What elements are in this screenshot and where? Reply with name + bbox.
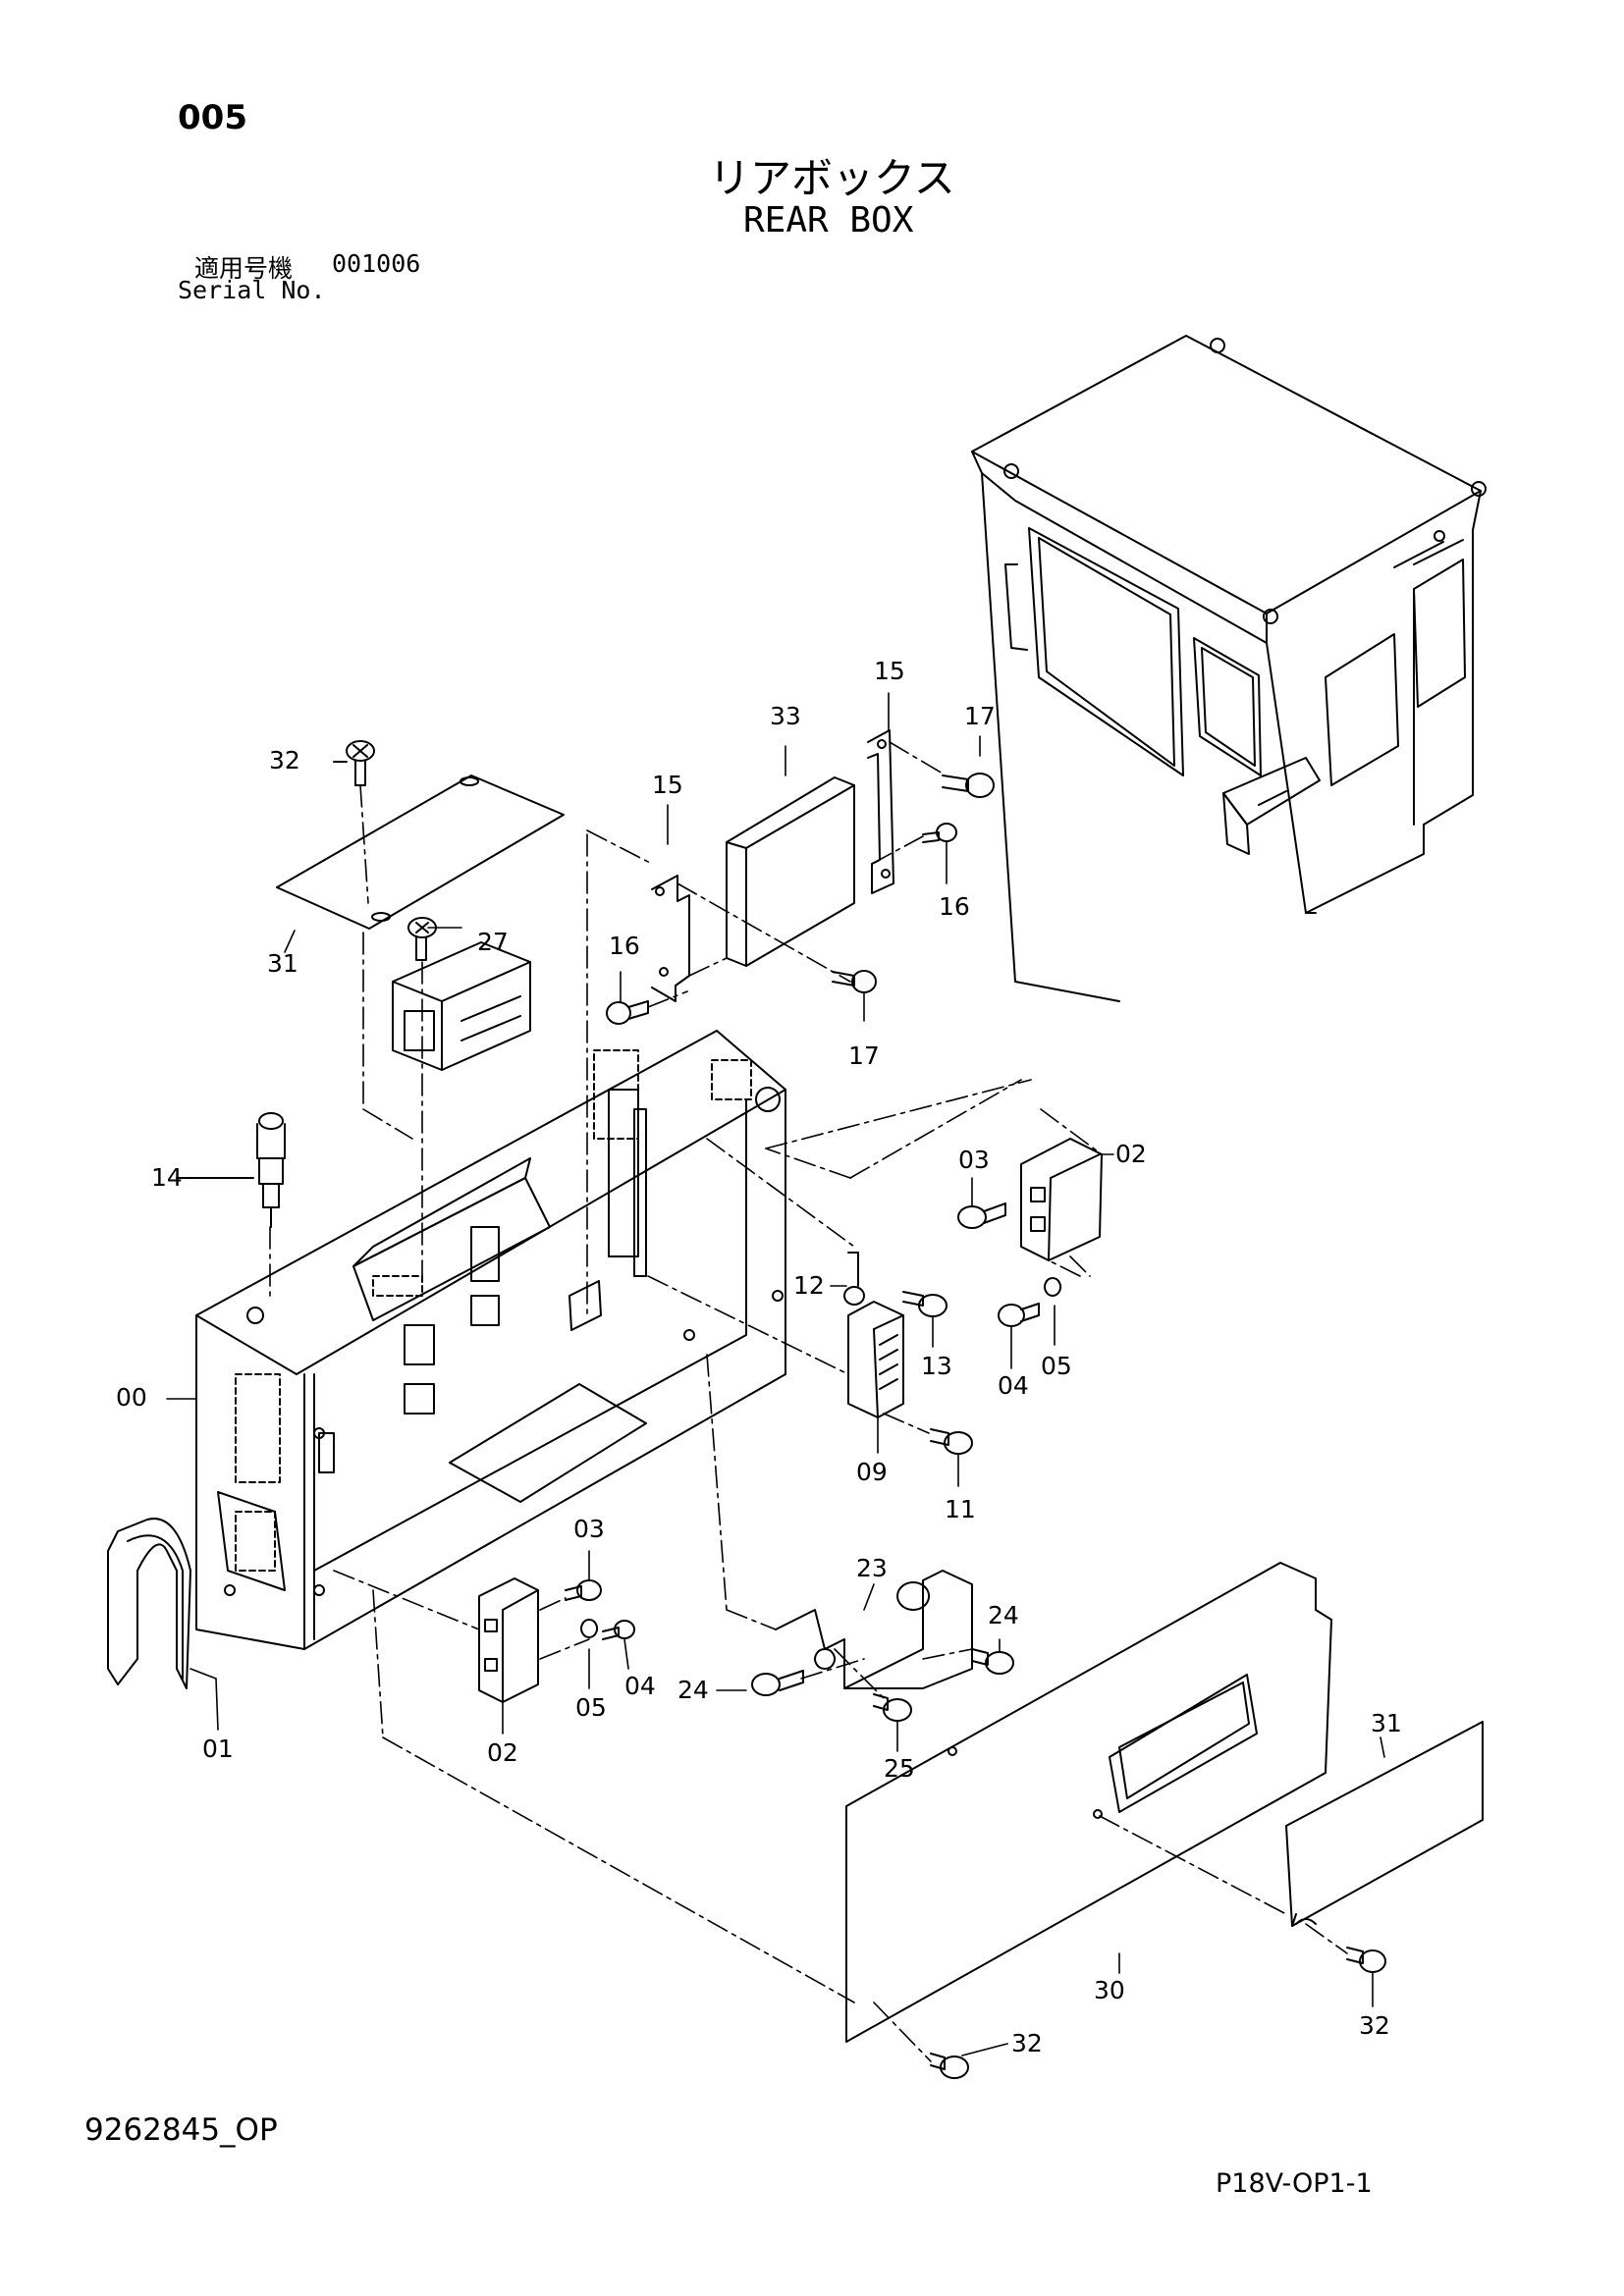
part-labels: 32 31 27 15 33 15 17 16 16 17 14 03 02 1… [116, 657, 1402, 2057]
part-label: 24 [988, 1601, 1019, 1629]
part-label: 25 [884, 1754, 915, 1783]
part-label: 13 [921, 1352, 952, 1380]
cover-plate-31-lower [1285, 1721, 1484, 1927]
leader-lines [166, 692, 1385, 2056]
part-label: 00 [116, 1383, 147, 1412]
handle-01 [107, 1518, 191, 1689]
serial-label-japanese: 適用号機 [194, 254, 294, 283]
relay-unit-27 [392, 917, 531, 1071]
sheet-number: P18V-OP1-1 [1216, 2168, 1373, 2199]
part-label: 04 [624, 1672, 656, 1700]
screws-16-17 [606, 773, 995, 1025]
part-label: 05 [1041, 1352, 1072, 1380]
page-code: 005 [178, 98, 247, 137]
part-label: 12 [793, 1271, 825, 1300]
part-label: 03 [958, 1146, 990, 1174]
part-label: 31 [1371, 1709, 1402, 1737]
assembly-lines [269, 741, 1348, 2062]
part-label: 04 [998, 1371, 1029, 1400]
part-label: 23 [856, 1554, 888, 1582]
bracket-15-left [651, 875, 690, 1002]
connector-09 [847, 1301, 904, 1418]
part-label: 32 [1359, 2011, 1390, 2040]
part-label: 11 [945, 1495, 976, 1523]
screws-24-25 [751, 1648, 1014, 1722]
part-label: 32 [269, 746, 300, 774]
title-japanese: リアボックス [709, 154, 955, 202]
part-label: 03 [573, 1515, 605, 1543]
part-label: 02 [487, 1738, 518, 1767]
part-label: 15 [652, 771, 683, 799]
part-label: 17 [964, 702, 996, 730]
relay-02-left [478, 1577, 539, 1703]
screws-11-12-13 [843, 1252, 973, 1455]
part-label: 27 [477, 928, 509, 956]
part-label: 30 [1094, 1976, 1125, 2004]
screws-03-04-05-right [957, 1202, 1062, 1327]
part-label: 33 [770, 702, 801, 730]
serial-label-english: Serial No. [178, 276, 326, 304]
part-label: 32 [1011, 2029, 1043, 2057]
part-label: 14 [151, 1163, 183, 1192]
cab-illustration [971, 335, 1487, 1002]
serial-number-value: 001006 [332, 249, 421, 278]
screw-32-top [333, 740, 375, 786]
cover-plate-31 [276, 774, 565, 930]
part-label: 31 [267, 949, 298, 978]
part-label: 16 [939, 892, 970, 921]
control-unit-33 [726, 776, 855, 967]
screws-03-04-05-left [565, 1579, 635, 1640]
key-switch-14 [176, 1112, 286, 1228]
rear-box-frame-00 [195, 1030, 786, 1650]
relay-02-right [1020, 1138, 1103, 1261]
part-label: 05 [575, 1693, 607, 1722]
title-english: REAR BOX [743, 200, 914, 240]
bracket-15-right [867, 729, 894, 894]
part-label: 01 [202, 1735, 234, 1763]
document-number: 9262845_OP [84, 2112, 278, 2148]
part-label: 24 [677, 1676, 709, 1704]
part-label: 02 [1115, 1140, 1147, 1168]
part-label: 16 [609, 932, 640, 960]
part-label: 09 [856, 1458, 888, 1486]
part-label: 17 [848, 1041, 880, 1070]
rear-panel-30 [845, 1562, 1332, 2043]
screws-32-lower [930, 1947, 1386, 2079]
part-label: 15 [874, 657, 905, 685]
bracket-23 [775, 1570, 973, 1689]
